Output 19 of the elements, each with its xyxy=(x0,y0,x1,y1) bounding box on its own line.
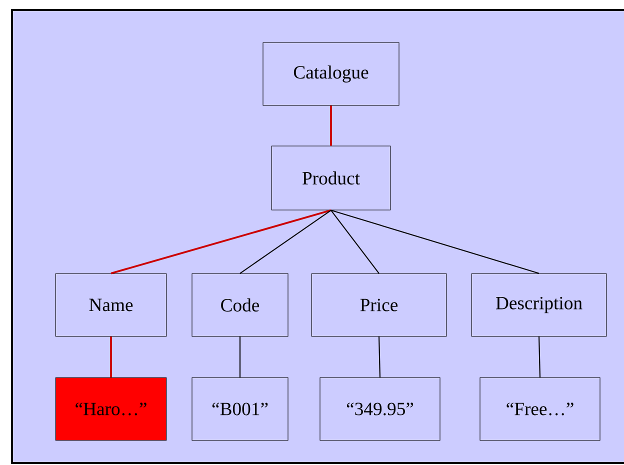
connector-line xyxy=(538,336,541,378)
element-box: Catalogue xyxy=(262,42,400,106)
connector-line xyxy=(240,210,332,274)
connector-line xyxy=(330,210,380,274)
element-box: Name xyxy=(55,273,167,337)
value-box: “Haro…” xyxy=(55,377,167,441)
value-box: “349.95” xyxy=(320,377,440,441)
connector-line xyxy=(330,106,332,146)
connector-line xyxy=(330,210,540,274)
value-box: “B001” xyxy=(192,377,288,441)
connector-line xyxy=(110,209,332,274)
connector-line xyxy=(239,336,241,378)
element-box: Product xyxy=(271,146,391,210)
element-box: Description xyxy=(471,273,607,337)
connector-line xyxy=(110,336,112,378)
connector-line xyxy=(378,336,381,378)
element-box: Price xyxy=(311,273,447,337)
value-box: “Free…” xyxy=(480,377,600,441)
element-box: Code xyxy=(192,273,288,337)
